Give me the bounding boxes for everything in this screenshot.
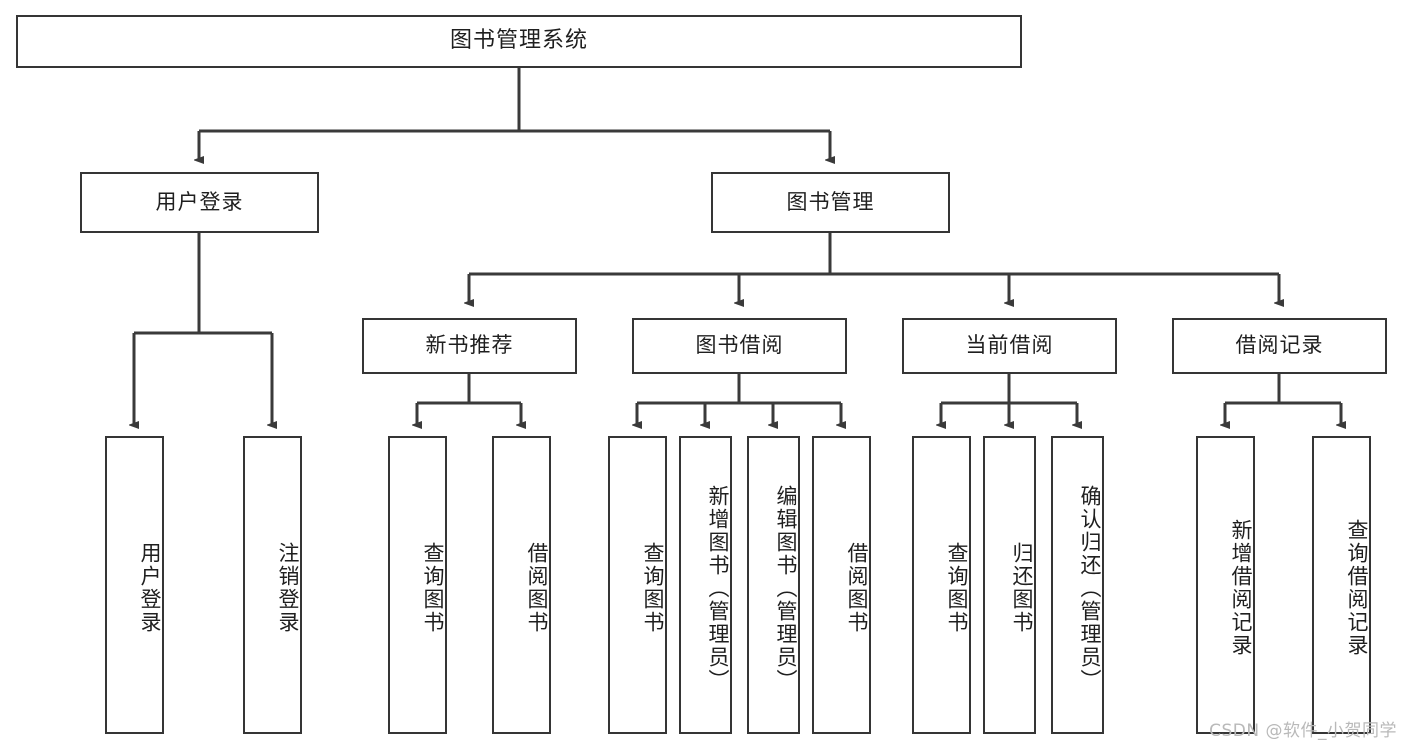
node-root[interactable]: 图书管理系统 bbox=[16, 15, 1022, 68]
node-new-book-rec-label: 新书推荐 bbox=[425, 333, 514, 358]
node-leaf-cur-query-label: 查询图书 bbox=[945, 542, 969, 634]
node-user-login-label: 用户登录 bbox=[155, 189, 244, 214]
node-user-login[interactable]: 用户登录 bbox=[80, 172, 319, 233]
node-leaf-borrow-edit[interactable]: 编辑图书（管理员） bbox=[747, 436, 800, 734]
node-leaf-borrow-add-label: 新增图书（管理员） bbox=[706, 484, 730, 692]
node-leaf-rec-query[interactable]: 查询图书 bbox=[388, 436, 447, 734]
node-leaf-cur-return-label: 归还图书 bbox=[1010, 542, 1034, 634]
node-leaf-rec-query-label: 查询图书 bbox=[421, 542, 445, 634]
node-new-book-rec[interactable]: 新书推荐 bbox=[362, 318, 577, 374]
node-leaf-rec-borrow[interactable]: 借阅图书 bbox=[492, 436, 551, 734]
node-leaf-user-logout-label: 注销登录 bbox=[276, 542, 300, 634]
node-leaf-cur-confirm-label: 确认归还（管理员） bbox=[1078, 484, 1102, 692]
node-leaf-rec-borrow-label: 借阅图书 bbox=[525, 542, 549, 634]
node-book-borrow[interactable]: 图书借阅 bbox=[632, 318, 847, 374]
node-leaf-borrow-query-label: 查询图书 bbox=[641, 542, 665, 634]
node-current-borrow-label: 当前借阅 bbox=[965, 333, 1054, 358]
node-leaf-cur-return[interactable]: 归还图书 bbox=[983, 436, 1036, 734]
node-leaf-cur-query[interactable]: 查询图书 bbox=[912, 436, 971, 734]
node-leaf-rec-search-label: 查询借阅记录 bbox=[1345, 519, 1369, 657]
node-leaf-user-logout[interactable]: 注销登录 bbox=[243, 436, 302, 734]
node-root-label: 图书管理系统 bbox=[449, 28, 588, 54]
node-leaf-cur-confirm[interactable]: 确认归还（管理员） bbox=[1051, 436, 1104, 734]
node-current-borrow[interactable]: 当前借阅 bbox=[902, 318, 1117, 374]
node-leaf-borrow-lend-label: 借阅图书 bbox=[845, 542, 869, 634]
node-book-manage[interactable]: 图书管理 bbox=[711, 172, 950, 233]
node-borrow-record[interactable]: 借阅记录 bbox=[1172, 318, 1387, 374]
node-book-borrow-label: 图书借阅 bbox=[695, 333, 784, 358]
node-book-manage-label: 图书管理 bbox=[786, 189, 875, 214]
node-leaf-user-login-label: 用户登录 bbox=[138, 542, 162, 634]
node-leaf-borrow-add[interactable]: 新增图书（管理员） bbox=[679, 436, 732, 734]
node-leaf-rec-add[interactable]: 新增借阅记录 bbox=[1196, 436, 1255, 734]
node-borrow-record-label: 借阅记录 bbox=[1235, 333, 1324, 358]
node-leaf-borrow-edit-label: 编辑图书（管理员） bbox=[774, 484, 798, 692]
node-leaf-borrow-lend[interactable]: 借阅图书 bbox=[812, 436, 871, 734]
node-leaf-rec-add-label: 新增借阅记录 bbox=[1229, 519, 1253, 657]
node-leaf-borrow-query[interactable]: 查询图书 bbox=[608, 436, 667, 734]
node-leaf-rec-search[interactable]: 查询借阅记录 bbox=[1312, 436, 1371, 734]
node-leaf-user-login[interactable]: 用户登录 bbox=[105, 436, 164, 734]
watermark: CSDN @软件_小贺同学 bbox=[1209, 721, 1397, 741]
